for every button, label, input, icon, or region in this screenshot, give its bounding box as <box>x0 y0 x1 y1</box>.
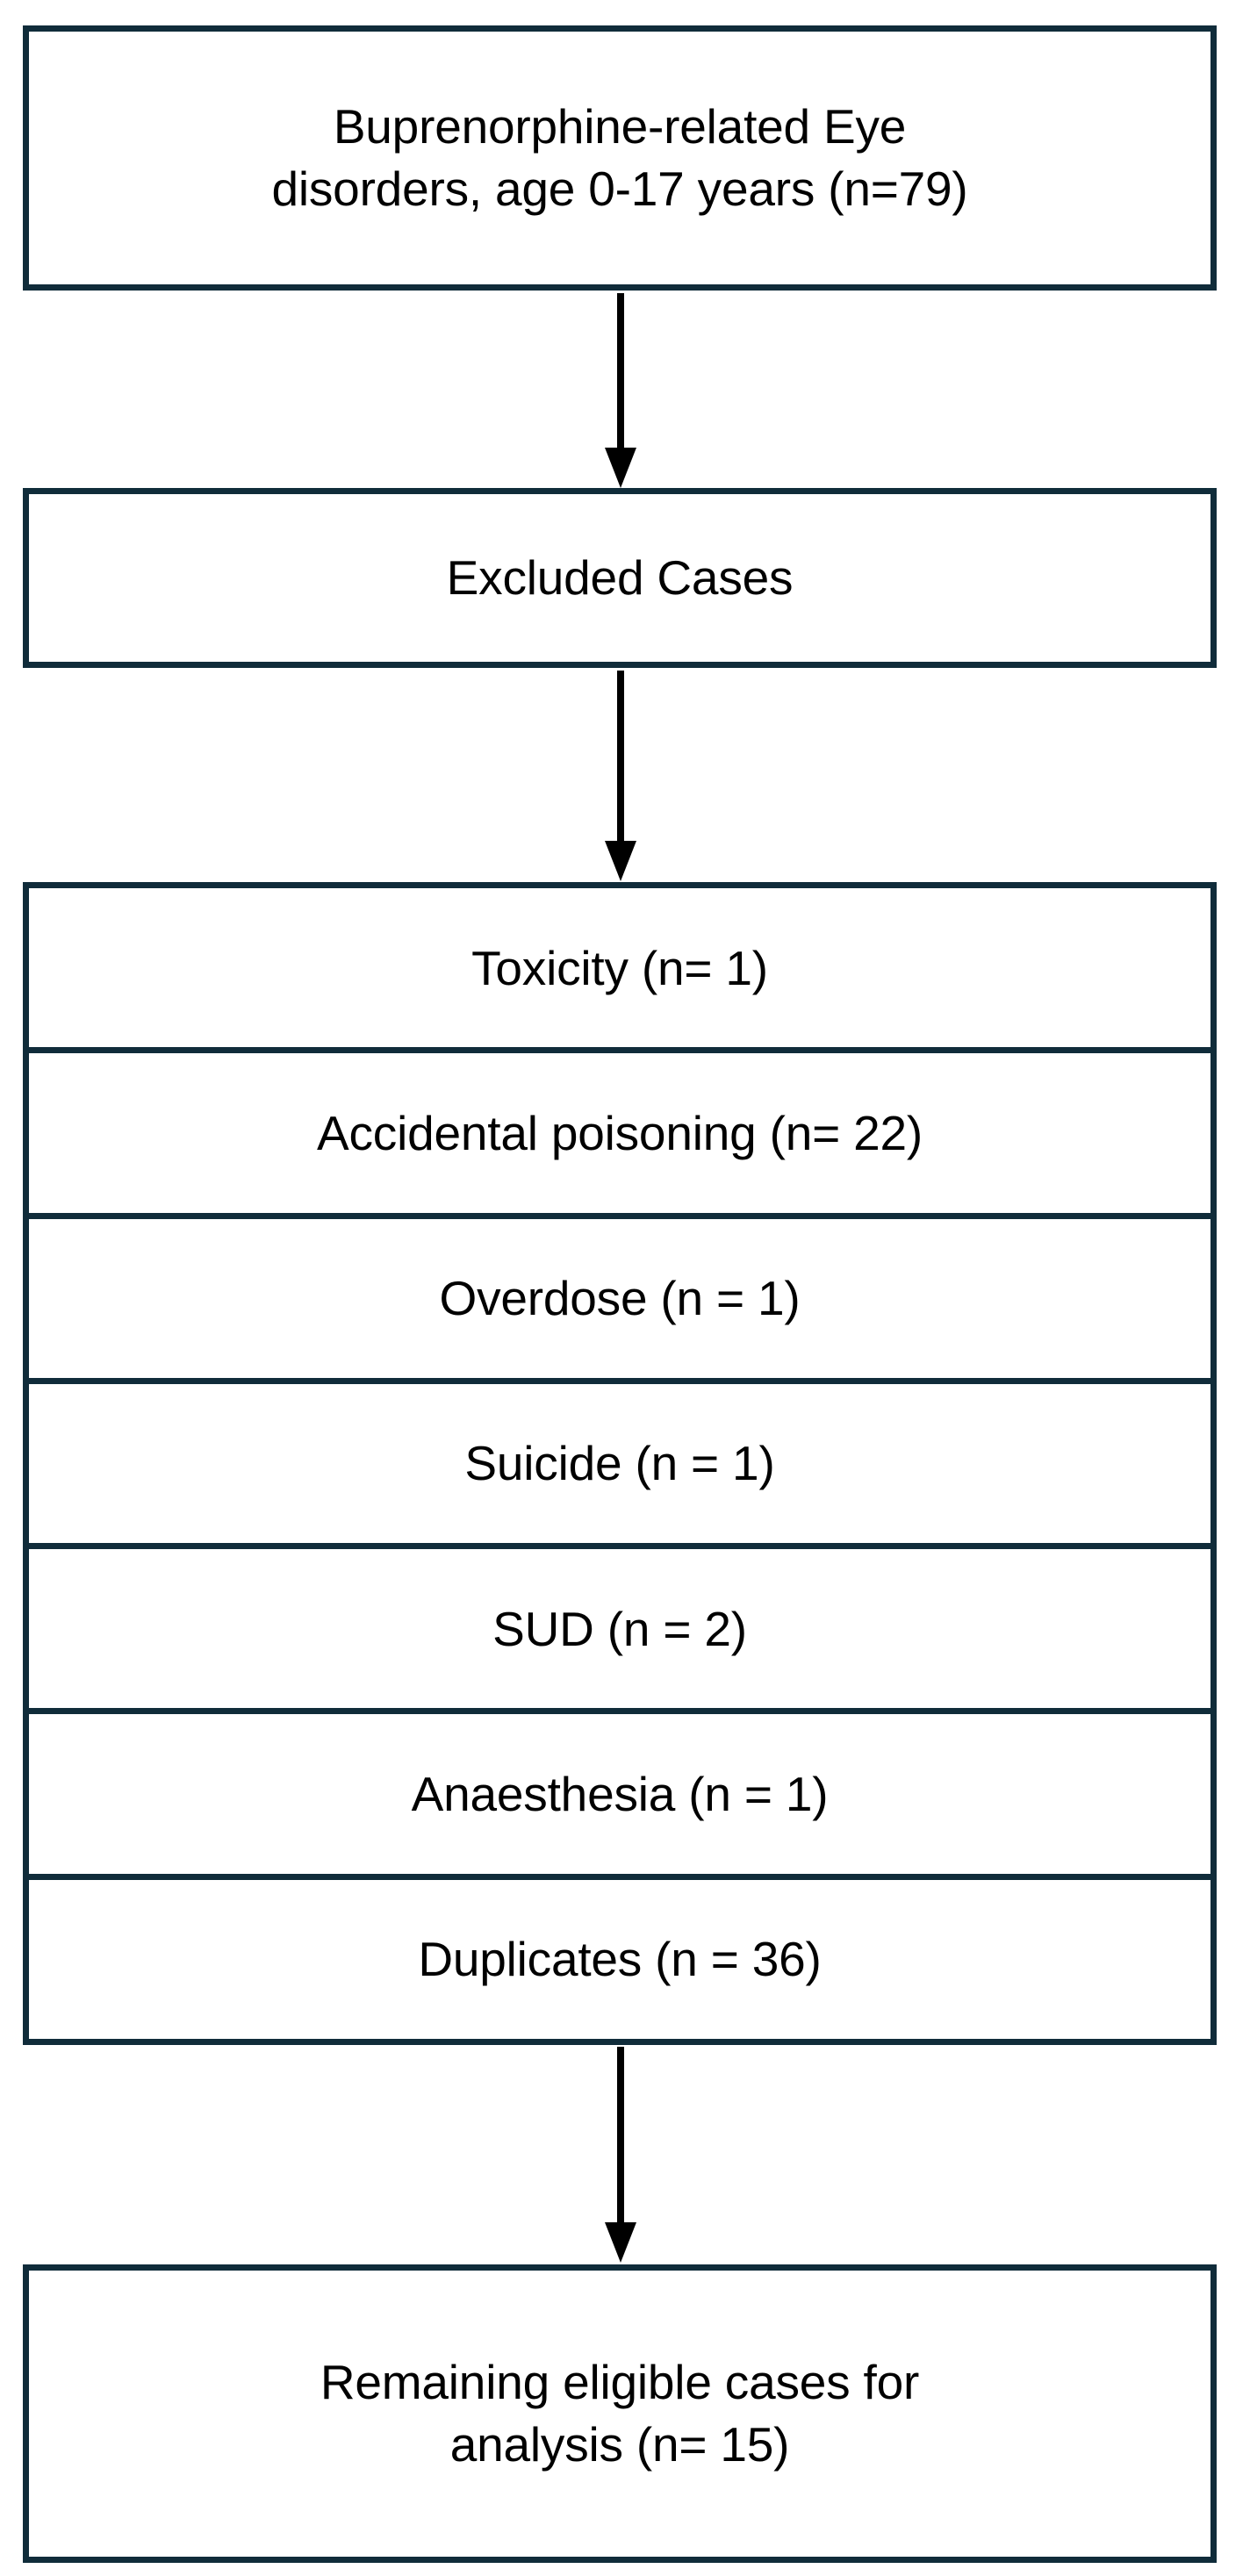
node-excluded-cases: Excluded Cases <box>23 488 1217 668</box>
exclusion-row-anaesthesia: Anaesthesia (n = 1) <box>29 1714 1210 1880</box>
exclusion-row-label: Toxicity (n= 1) <box>471 940 768 995</box>
exclusion-row-label: Duplicates (n = 36) <box>418 1932 822 1987</box>
exclusion-row-suicide: Suicide (n = 1) <box>29 1383 1210 1550</box>
exclusion-row-sud: SUD (n = 2) <box>29 1549 1210 1715</box>
arrow-head-icon <box>605 841 636 881</box>
node-remaining-eligible-cases: Remaining eligible cases for analysis (n… <box>23 2264 1217 2563</box>
arrow-head-icon <box>605 448 636 488</box>
exclusion-row-label: Overdose (n = 1) <box>439 1271 801 1326</box>
node-source-population-label: Buprenorphine-related Eye disorders, age… <box>271 98 968 217</box>
arrow-shaft <box>617 671 624 843</box>
exclusion-row-label: Anaesthesia (n = 1) <box>411 1767 829 1822</box>
arrow-list-to-result <box>605 2047 636 2263</box>
exclusion-row-label: Accidental poisoning (n= 22) <box>317 1105 923 1160</box>
node-source-population: Buprenorphine-related Eye disorders, age… <box>23 25 1217 291</box>
arrow-head-icon <box>605 2222 636 2263</box>
exclusion-row-accidental-poisoning: Accidental poisoning (n= 22) <box>29 1053 1210 1219</box>
arrow-shaft <box>617 293 624 449</box>
exclusion-row-label: Suicide (n = 1) <box>464 1436 775 1491</box>
arrow-excluded-to-list <box>605 671 636 881</box>
node-exclusion-reason-list: Toxicity (n= 1) Accidental poisoning (n=… <box>23 882 1217 2045</box>
arrow-shaft <box>617 2047 624 2224</box>
node-excluded-cases-label: Excluded Cases <box>446 549 794 605</box>
node-remaining-eligible-cases-label: Remaining eligible cases for analysis (n… <box>320 2354 920 2472</box>
exclusion-row-toxicity: Toxicity (n= 1) <box>29 888 1210 1054</box>
exclusion-row-label: SUD (n = 2) <box>492 1601 747 1656</box>
exclusion-row-duplicates: Duplicates (n = 36) <box>29 1879 1210 2039</box>
arrow-source-to-excluded <box>605 293 636 488</box>
exclusion-row-overdose: Overdose (n = 1) <box>29 1218 1210 1384</box>
